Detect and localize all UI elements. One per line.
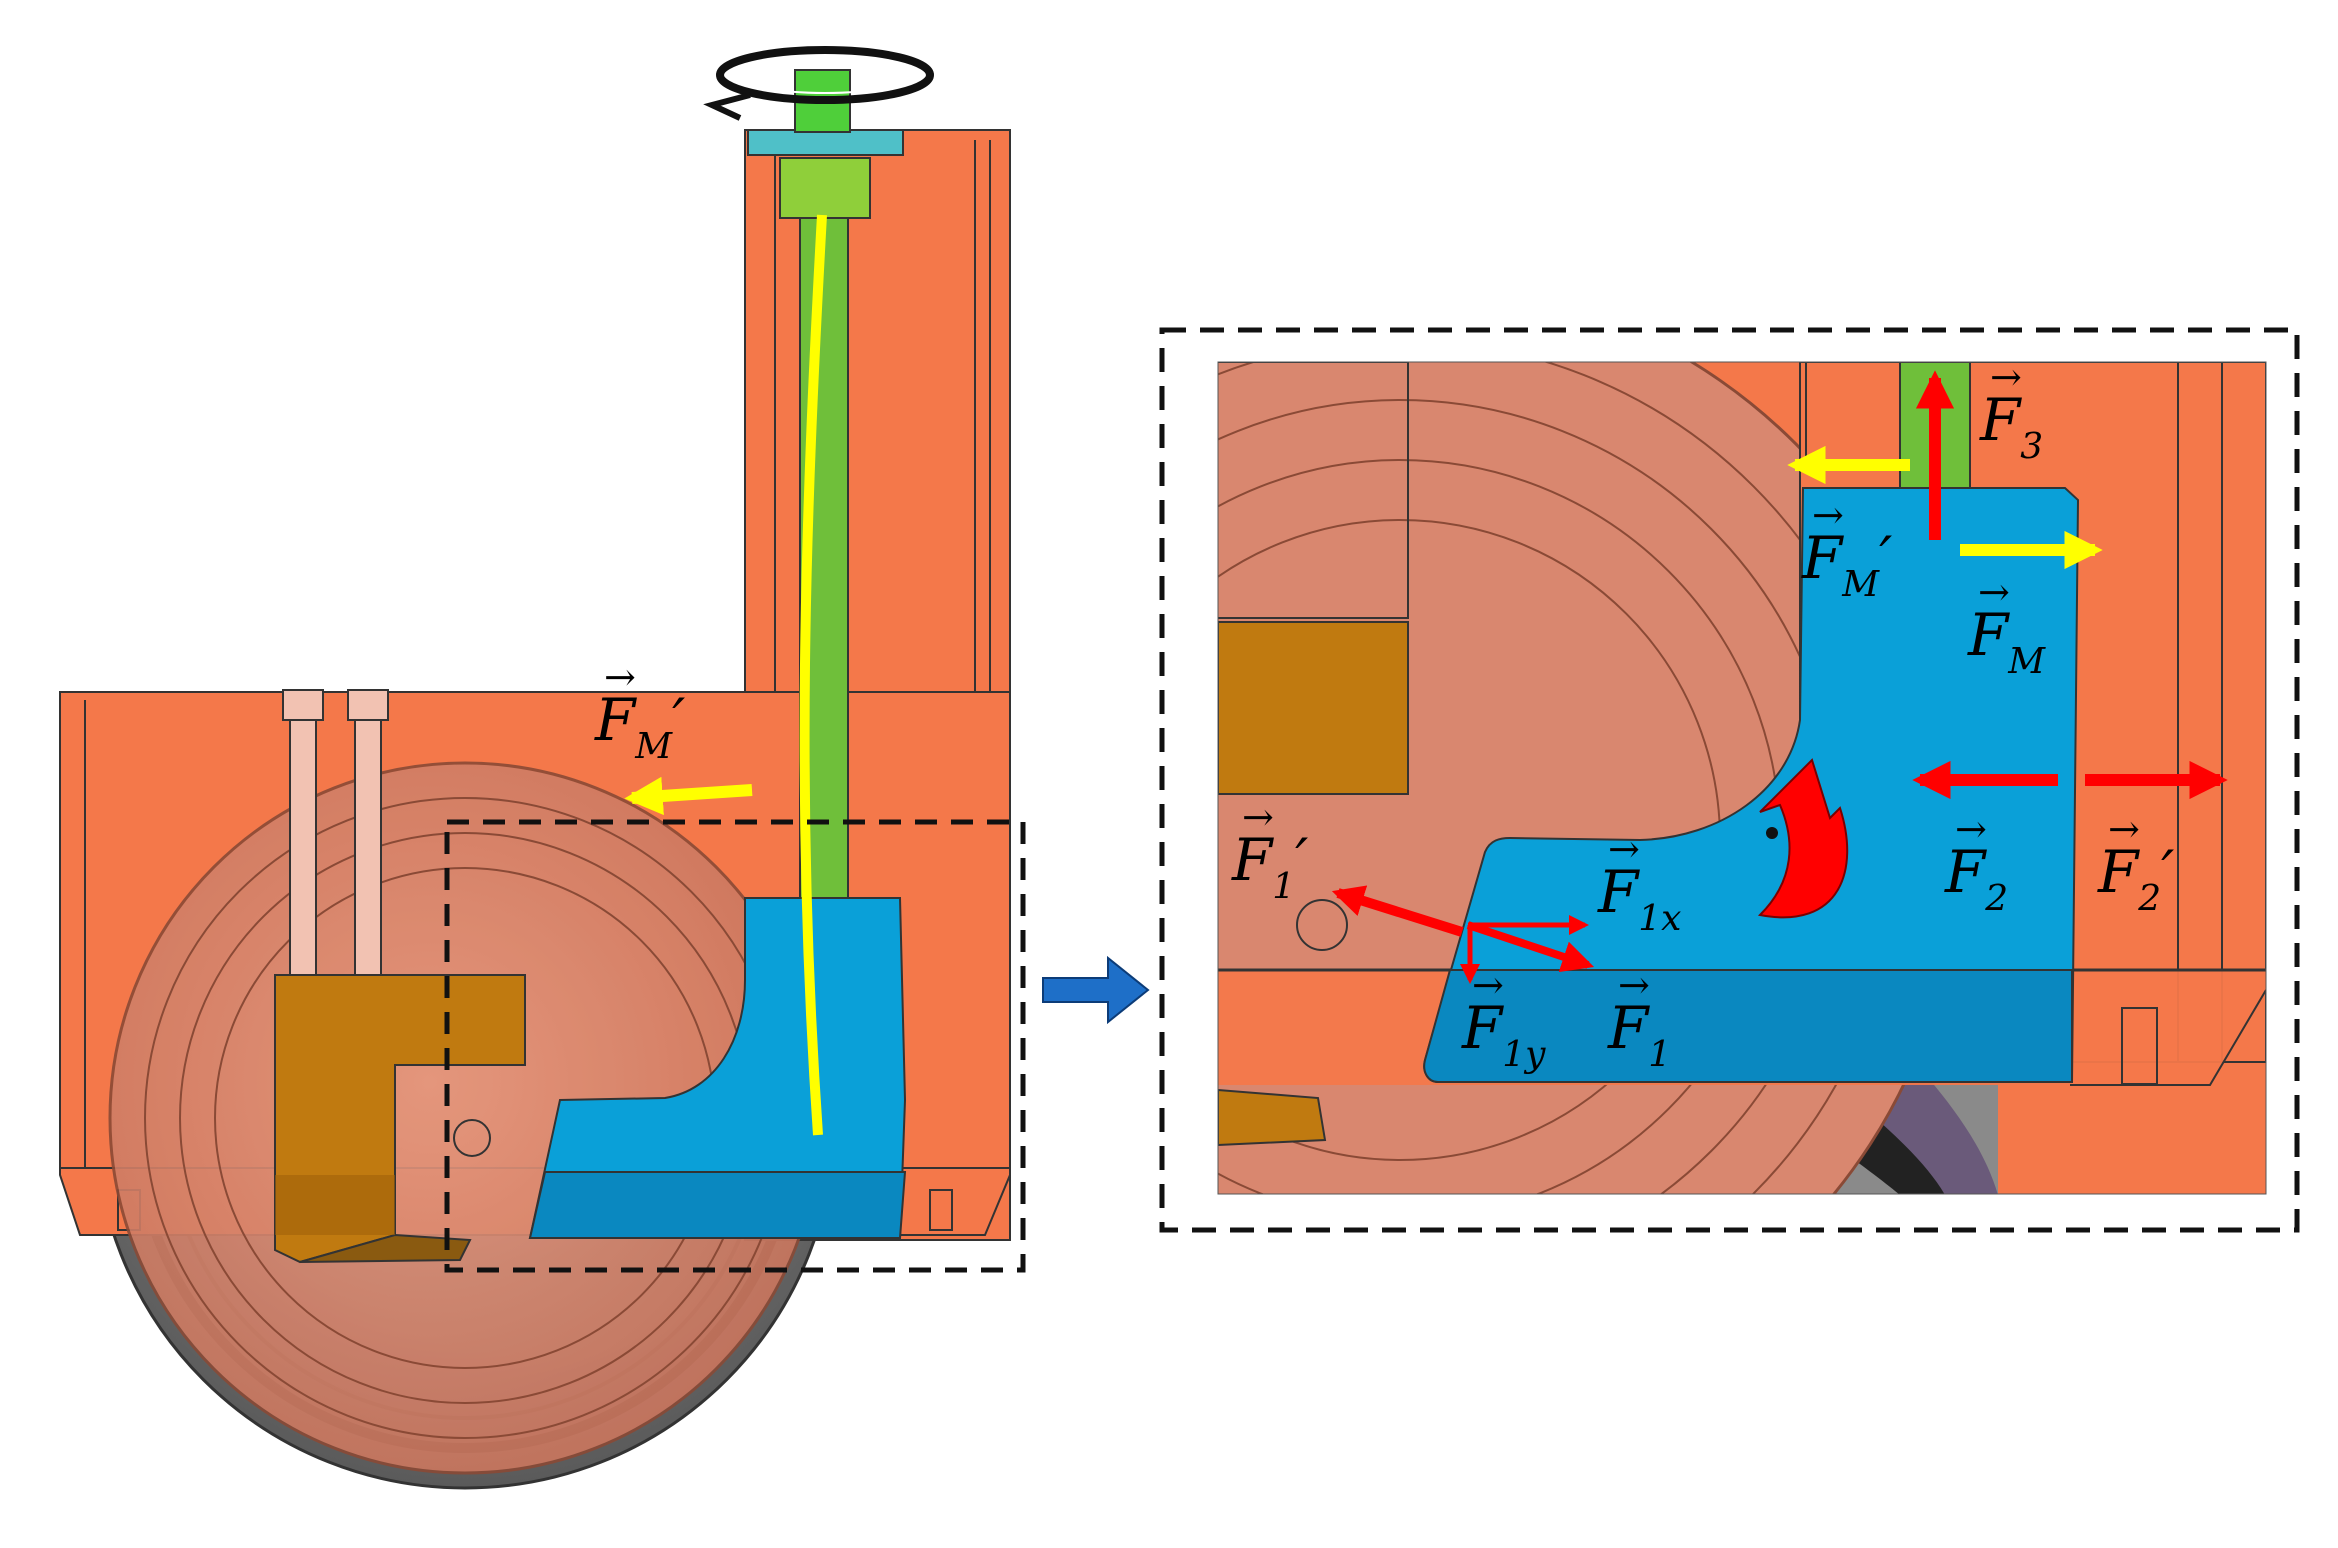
svg-text:F1: F1 bbox=[1607, 994, 1671, 1075]
svg-text:F2: F2 bbox=[1944, 838, 2008, 919]
right-arrow-icon bbox=[1042, 955, 1150, 1025]
svg-text:F1′: F1′ bbox=[1231, 826, 1308, 907]
zoom-frame bbox=[1159, 327, 2300, 1233]
svg-text:FM: FM bbox=[1967, 601, 2046, 682]
f1-arrow bbox=[1466, 921, 1595, 973]
svg-text:→: → bbox=[2108, 807, 2140, 851]
zoom-selection-box bbox=[444, 819, 1026, 1273]
svg-text:F1y: F1y bbox=[1461, 994, 1546, 1075]
label-f2-prime: F2′ → bbox=[2097, 807, 2174, 919]
svg-text:F1x: F1x bbox=[1597, 858, 1681, 939]
svg-text:F3: F3 bbox=[1979, 386, 2043, 467]
circular-arrow-icon bbox=[703, 46, 934, 121]
svg-text:→: → bbox=[1990, 355, 2022, 399]
label-fm-prime-left: FM′ → bbox=[594, 655, 685, 767]
zoomed-view bbox=[1159, 327, 2300, 1233]
svg-text:→: → bbox=[1812, 493, 1844, 537]
fm-prime-arrow-left bbox=[624, 776, 753, 816]
svg-text:→: → bbox=[1608, 827, 1640, 871]
label-f2: F2 → bbox=[1944, 807, 2008, 919]
label-f3: F3 → bbox=[1979, 355, 2043, 467]
label-fm-prime-right: FM′ → bbox=[1801, 493, 1892, 605]
label-f1: F1 → bbox=[1607, 963, 1671, 1075]
left-assembly bbox=[59, 46, 1026, 1490]
force-labels: FM′ → F3 → FM′ → FM → F1′ → F1x → F2 → F… bbox=[594, 355, 2174, 1075]
label-f1y: F1y → bbox=[1461, 963, 1546, 1075]
label-f1x: F1x → bbox=[1597, 827, 1681, 939]
svg-text:→: → bbox=[1955, 807, 1987, 851]
svg-text:F2′: F2′ bbox=[2097, 838, 2174, 919]
svg-text:→: → bbox=[1618, 963, 1650, 1007]
svg-text:→: → bbox=[604, 655, 636, 699]
svg-text:FM′: FM′ bbox=[1801, 524, 1892, 605]
curved-arrow-icon bbox=[1757, 758, 1849, 919]
bend-line bbox=[799, 214, 827, 1136]
svg-text:→: → bbox=[1242, 795, 1274, 839]
label-f1-prime: F1′ → bbox=[1231, 795, 1308, 907]
svg-text:→: → bbox=[1978, 570, 2010, 614]
label-fm: FM → bbox=[1967, 570, 2046, 682]
svg-text:→: → bbox=[1472, 963, 1504, 1007]
f1-prime-arrow bbox=[1331, 885, 1464, 937]
svg-text:FM′: FM′ bbox=[594, 686, 685, 767]
